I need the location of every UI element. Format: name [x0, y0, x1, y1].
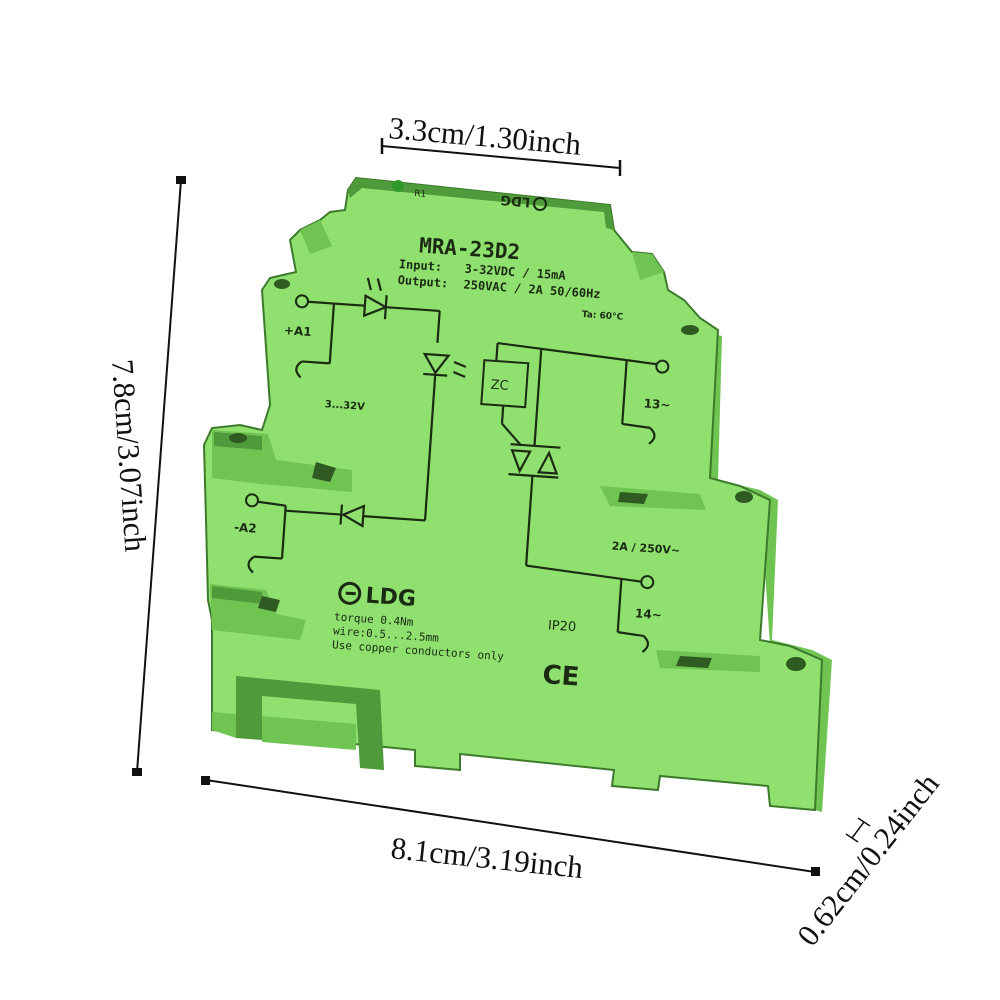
output-label: Output: [397, 273, 448, 290]
temperature-rating: Ta: 60°C [581, 310, 623, 323]
top-brand-logo: LDG [500, 192, 547, 211]
torque-spec: torque 0.4Nm [334, 610, 415, 629]
dimension-width-top: 3.3cm/1.30inch [380, 110, 622, 176]
width-top-label: 3.3cm/1.30inch [387, 110, 583, 162]
zc-label: ZC [490, 378, 509, 394]
svg-text:LDG: LDG [500, 192, 531, 210]
brand-name: LDG [365, 583, 417, 611]
terminal-a2-label: -A2 [234, 520, 258, 536]
ce-mark: CE [541, 660, 580, 692]
terminal-14-icon [640, 575, 655, 590]
input-circuit: +A1 3...32V -A2 [234, 277, 467, 574]
input-voltage-range: 3...32V [324, 399, 365, 413]
relay-housing: R1 LDG [202, 176, 832, 812]
ldg-logo-icon [338, 581, 362, 605]
ip-rating: IP20 [547, 618, 576, 635]
output-rating-label: 2A / 250V~ [611, 540, 680, 558]
terminal-14-label: 14~ [635, 606, 663, 622]
terminal-a1-label: +A1 [283, 323, 312, 339]
terminal-13-label: 13~ [643, 396, 671, 412]
top-mark: R1 [414, 189, 427, 200]
output-circuit: ZC 13~ 2A / 250V~ 14~ [480, 341, 681, 653]
height-label: 7.8cm/3.07inch [105, 358, 153, 553]
length-label: 8.1cm/3.19inch [389, 830, 585, 885]
terminal-13-icon [655, 359, 670, 374]
input-label: Input: [398, 257, 442, 274]
status-led-icon [392, 180, 404, 192]
dimension-length: 8.1cm/3.19inch [201, 776, 820, 885]
dimension-height: 7.8cm/3.07inch [105, 176, 186, 776]
terminal-a2-icon [245, 493, 260, 508]
